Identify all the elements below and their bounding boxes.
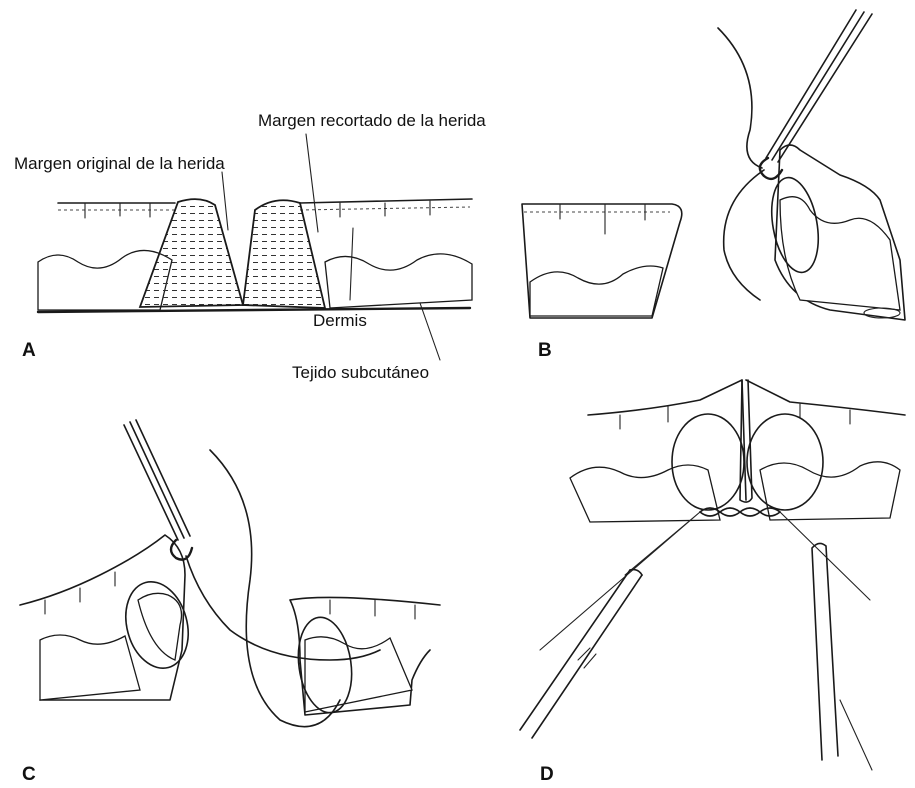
panel-label-d: D — [540, 764, 554, 785]
panel-d-illustration — [520, 380, 905, 770]
label-tejido-subcutaneo: Tejido subcutáneo — [292, 363, 429, 382]
label-dermis: Dermis — [313, 311, 367, 330]
panel-b-needle-illustration — [718, 10, 905, 320]
label-margen-original: Margen original de la herida — [14, 154, 225, 173]
panel-label-b: B — [538, 340, 552, 361]
panel-b-illustration — [522, 204, 682, 318]
panel-c-illustration — [20, 420, 440, 727]
label-margen-recortado: Margen recortado de la herida — [258, 111, 486, 130]
panel-label-a: A — [22, 340, 36, 361]
panel-label-c: C — [22, 764, 36, 785]
